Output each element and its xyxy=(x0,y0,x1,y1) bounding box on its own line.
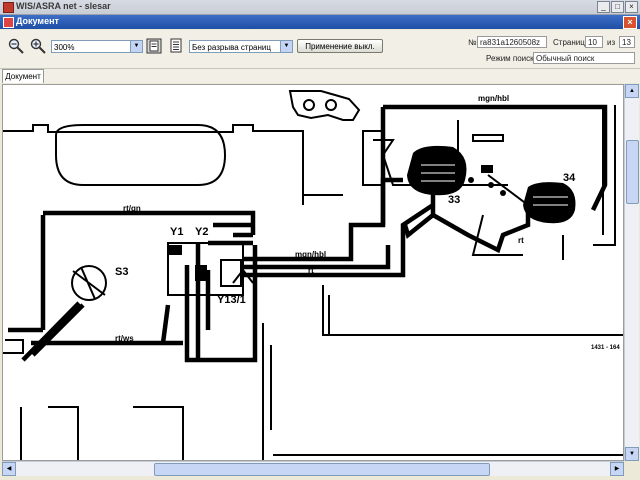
tab-document[interactable]: Документ xyxy=(2,69,44,83)
minimize-button[interactable]: _ xyxy=(597,1,610,13)
chevron-down-icon: ▼ xyxy=(130,41,142,52)
zoom-out-icon[interactable] xyxy=(8,38,24,54)
page-mode-value: Без разрыва страниц xyxy=(192,43,271,52)
wire-label-rt-2: rt xyxy=(518,236,524,245)
scroll-up-icon[interactable]: ▲ xyxy=(625,84,639,98)
wire-label-rt: rt xyxy=(308,266,314,275)
horizontal-scroll-thumb[interactable] xyxy=(154,463,490,476)
zoom-in-icon[interactable] xyxy=(30,38,46,54)
wire-label-mgnhbl: mgn/hbl xyxy=(295,250,326,259)
app-icon xyxy=(3,2,14,13)
document-icon[interactable] xyxy=(146,38,162,54)
maximize-button[interactable]: □ xyxy=(611,1,624,13)
label-y2: Y2 xyxy=(195,226,208,238)
zoom-value: 300% xyxy=(54,43,75,52)
print-icon[interactable] xyxy=(168,38,184,54)
vertical-scrollbar[interactable]: ▲ ▼ xyxy=(624,84,639,461)
toolbar: 300% ▼ Без разрыва страниц ▼ Применение … xyxy=(0,30,640,69)
page-number-field[interactable]: 10 xyxy=(585,36,603,48)
search-mode-field[interactable]: Обычный поиск xyxy=(533,52,635,64)
figure-reference: 1431 - 164 xyxy=(591,345,620,351)
doc-number-label: № xyxy=(468,38,477,47)
chevron-down-icon: ▼ xyxy=(280,41,292,52)
scroll-down-icon[interactable]: ▼ xyxy=(625,447,639,461)
window-titlebar: WIS/ASRA net - slesar _ □ × xyxy=(0,0,640,15)
document-close-button[interactable]: × xyxy=(623,16,637,29)
label-y1: Y1 xyxy=(170,226,183,238)
page-of-label: из xyxy=(607,38,616,47)
scroll-right-icon[interactable]: ▶ xyxy=(610,462,624,476)
page-label: Страница xyxy=(553,38,590,47)
doc-number-field[interactable]: ra831a1260508z xyxy=(477,36,547,48)
label-33: 33 xyxy=(448,194,460,206)
search-mode-label: Режим поиска xyxy=(486,54,539,63)
wiring-diagram: rt/gn Y1 Y2 S3 Y13/1 33 34 mgn/hbl mgn/h… xyxy=(3,90,623,460)
scroll-left-icon[interactable]: ◀ xyxy=(2,462,16,476)
document-window-icon xyxy=(3,17,14,28)
window-title: WIS/ASRA net - slesar xyxy=(16,1,111,11)
page-mode-select[interactable]: Без разрыва страниц ▼ xyxy=(189,40,293,53)
zoom-select[interactable]: 300% ▼ xyxy=(51,40,143,53)
page-total-field: 13 xyxy=(619,36,635,48)
tab-strip: Документ xyxy=(0,69,640,83)
wire-label-mgnhbl-top: mgn/hbl xyxy=(478,94,509,103)
wire-label-rtgn: rt/gn xyxy=(123,204,141,213)
document-titlebar: Документ × xyxy=(0,15,640,29)
label-s3: S3 xyxy=(115,266,128,278)
document-viewer[interactable]: rt/gn Y1 Y2 S3 Y13/1 33 34 mgn/hbl mgn/h… xyxy=(2,84,624,461)
apply-button[interactable]: Применение выкл. xyxy=(297,39,383,53)
label-y13: Y13/1 xyxy=(217,294,246,306)
label-34: 34 xyxy=(563,172,576,184)
wire-label-rtws: rt/ws xyxy=(115,334,134,343)
document-window-title: Документ xyxy=(16,16,59,26)
vertical-scroll-thumb[interactable] xyxy=(626,140,639,204)
close-button[interactable]: × xyxy=(625,1,638,13)
horizontal-scrollbar[interactable]: ◀ ▶ xyxy=(2,461,624,476)
